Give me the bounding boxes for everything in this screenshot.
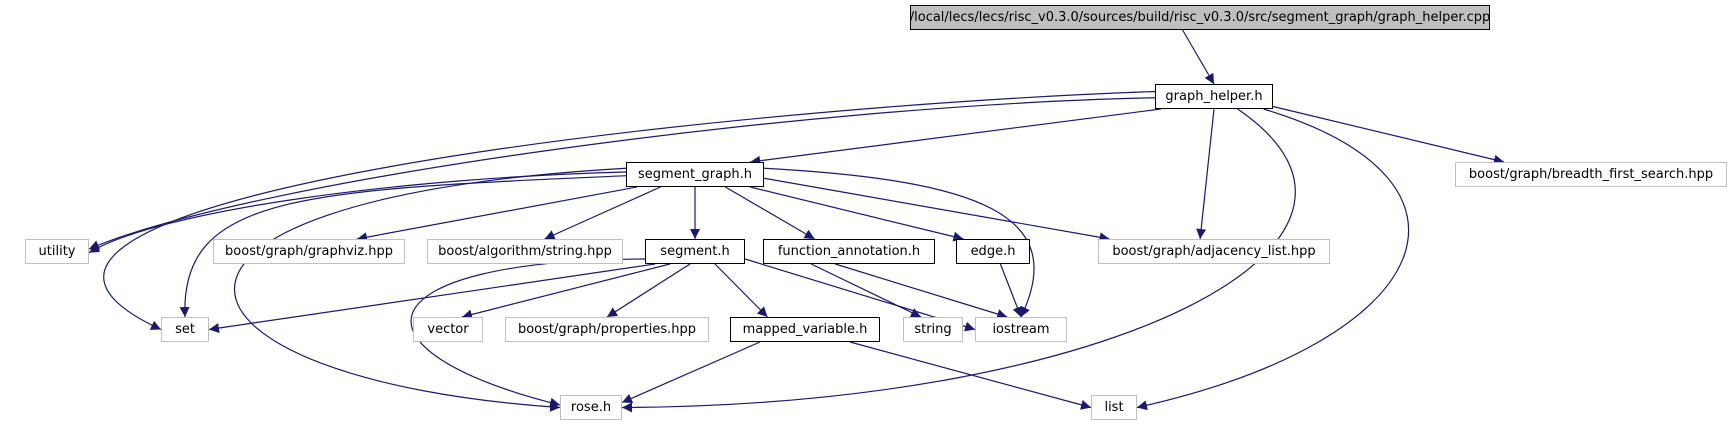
node-label: boost/graph/properties.hpp (517, 322, 697, 337)
node-label: edge.h (970, 244, 1016, 259)
node-label: boost/graph/adjacency_list.hpp (1112, 244, 1316, 259)
node-string: string (903, 317, 963, 342)
node-graph-helper-h[interactable]: graph_helper.h (1155, 84, 1273, 109)
edge-mapped-variable-h-to-list (849, 341, 1092, 410)
node-graphviz-hpp: boost/graph/graphviz.hpp (213, 239, 405, 264)
node-label: mapped_variable.h (742, 322, 868, 337)
node-label: rose.h (570, 400, 612, 415)
node-label: boost/graph/graphviz.hpp (225, 244, 393, 259)
node-edge-h[interactable]: edge.h (956, 239, 1030, 264)
node-label: list (1104, 400, 1124, 415)
edge-graph-helper-h-to-segment-graph-h (750, 108, 1161, 166)
node-root: /local/lecs/lecs/risc_v0.3.0/sources/bui… (910, 5, 1490, 30)
node-adjacency-list-hpp: boost/graph/adjacency_list.hpp (1098, 239, 1330, 264)
edge-segment-graph-h-to-set (179, 175, 627, 318)
edge-graph-helper-h-to-bfs-hpp (1272, 105, 1505, 165)
edge-segment-h-to-set (208, 263, 656, 333)
edge-segment-h-to-rose-h (410, 258, 646, 408)
edge-graph-helper-h-to-utility (88, 97, 1156, 250)
node-vector: vector (413, 317, 483, 342)
node-segment-h[interactable]: segment.h (645, 239, 745, 264)
edge-segment-h-to-mapped-variable-h (714, 263, 768, 318)
node-label: graph_helper.h (1165, 89, 1263, 104)
edge-root-to-graph-helper-h (1182, 29, 1215, 85)
node-label: function_annotation.h (777, 244, 921, 259)
edge-graph-helper-h-to-adjacency-list-hpp (1196, 108, 1215, 240)
node-segment-graph-h[interactable]: segment_graph.h (626, 162, 764, 187)
edge-edge-h-to-iostream (999, 263, 1023, 318)
edge-segment-graph-h-to-algo-string-hpp (544, 186, 661, 240)
node-utility: utility (25, 239, 89, 264)
edge-segment-graph-h-to-iostream (763, 167, 1035, 318)
node-label: vector (427, 322, 469, 337)
node-label: boost/algorithm/string.hpp (438, 244, 612, 259)
edge-graph-helper-h-to-set (103, 90, 1156, 331)
node-label: iostream (992, 322, 1050, 337)
edge-segment-graph-h-to-rose-h (233, 167, 627, 412)
node-algo-string-hpp: boost/algorithm/string.hpp (427, 239, 623, 264)
edge-segment-graph-h-to-graphviz-hpp (356, 186, 638, 243)
edge-segment-h-to-properties-hpp (606, 263, 691, 318)
node-label: segment_graph.h (638, 167, 752, 182)
node-rose-h: rose.h (560, 395, 622, 420)
edge-segment-graph-h-to-edge-h (750, 186, 964, 242)
node-bfs-hpp: boost/graph/breadth_first_search.hpp (1455, 162, 1727, 187)
node-list: list (1091, 395, 1137, 420)
node-label: string (914, 322, 952, 337)
node-mapped-variable-h[interactable]: mapped_variable.h (730, 317, 880, 342)
edge-function-annotation-h-to-string (810, 263, 922, 318)
edge-graph-helper-h-to-rose-h (621, 108, 1296, 413)
node-properties-hpp: boost/graph/properties.hpp (505, 317, 709, 342)
node-set: set (161, 317, 209, 342)
edge-mapped-variable-h-to-rose-h (621, 341, 761, 404)
node-iostream: iostream (975, 317, 1067, 342)
node-label: utility (38, 244, 76, 259)
edge-segment-h-to-vector (461, 263, 671, 320)
node-label: boost/graph/breadth_first_search.hpp (1468, 167, 1714, 182)
node-label: set (175, 322, 195, 337)
node-label: /local/lecs/lecs/risc_v0.3.0/sources/bui… (909, 10, 1491, 25)
edge-graph-helper-h-to-list (1136, 108, 1410, 411)
node-function-annotation-h[interactable]: function_annotation.h (763, 239, 935, 264)
edge-function-annotation-h-to-iostream (835, 263, 1008, 319)
node-label: segment.h (660, 244, 730, 259)
edge-segment-graph-h-to-function-annotation-h (725, 186, 815, 240)
edge-segment-graph-h-to-adjacency-list-hpp (763, 177, 1110, 243)
